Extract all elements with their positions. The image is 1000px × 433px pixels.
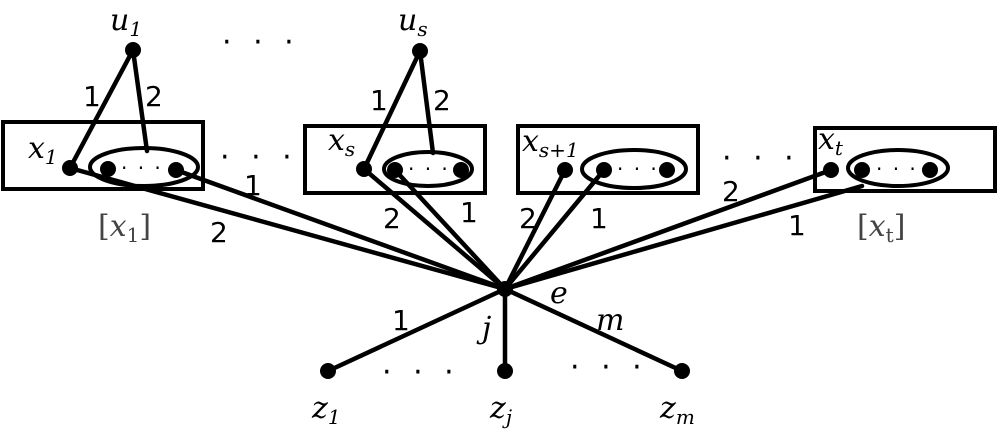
node-xs-class-b bbox=[453, 162, 469, 178]
edge-label-us-left: 1 bbox=[370, 84, 388, 117]
class-ellipse-xs1 bbox=[580, 148, 688, 190]
class-ellipse-xs bbox=[382, 150, 474, 188]
edge-label-x1-node: 2 bbox=[210, 216, 228, 249]
inner-ellipsis-xs: · · · bbox=[408, 157, 450, 181]
box-xs1 bbox=[516, 124, 700, 195]
edge-label-xs1-node: 2 bbox=[519, 202, 537, 235]
edge-label-xt-class: 1 bbox=[788, 209, 806, 242]
edge-e-z1 bbox=[325, 286, 508, 374]
label-xs: xs bbox=[328, 123, 355, 161]
box-xt bbox=[813, 126, 997, 193]
node-xs1-class-b bbox=[659, 162, 675, 178]
node-xt-class-b bbox=[922, 162, 938, 178]
node-u1 bbox=[125, 42, 141, 58]
edge-label-xs-class: 1 bbox=[460, 196, 478, 229]
inner-ellipsis-xt: · · · bbox=[876, 157, 918, 181]
edge-label-x1-class: 1 bbox=[244, 169, 262, 202]
edge-xsclass-e bbox=[392, 167, 508, 292]
ellipsis-boxes-right: · · · bbox=[722, 141, 800, 176]
edge-label-zj: j bbox=[476, 311, 491, 346]
node-us bbox=[412, 43, 428, 59]
class-label-x1: [x1] bbox=[98, 209, 151, 247]
edge-label-us-right: 2 bbox=[433, 84, 451, 117]
edge-us-class bbox=[417, 48, 436, 156]
edge-xtclass-e bbox=[502, 183, 865, 292]
node-xs bbox=[356, 161, 372, 177]
class-ellipse-xt bbox=[846, 148, 950, 188]
label-u1: u1 bbox=[110, 3, 142, 41]
edge-xt-e bbox=[502, 167, 834, 292]
label-x1: x1 bbox=[28, 131, 58, 169]
edge-xs1-e bbox=[502, 167, 568, 292]
edge-u1-class bbox=[130, 47, 150, 154]
box-x1 bbox=[1, 120, 205, 191]
edge-e-zm bbox=[502, 286, 685, 374]
edge-x1class-e bbox=[173, 167, 508, 292]
edge-xs1class-e bbox=[502, 167, 607, 292]
edge-u1-x1 bbox=[67, 47, 136, 171]
edge-xs-e bbox=[361, 166, 508, 292]
edge-label-u1-left: 1 bbox=[83, 80, 101, 113]
edge-label-z1: 1 bbox=[392, 304, 410, 337]
ellipsis-bottom-right: · · · bbox=[570, 350, 648, 385]
class-label-xt: [xt] bbox=[857, 209, 905, 247]
edge-label-xs-node: 2 bbox=[383, 202, 401, 235]
node-xs1 bbox=[557, 162, 573, 178]
node-e bbox=[497, 281, 513, 297]
edge-label-xt-node: 2 bbox=[722, 175, 740, 208]
label-us: us bbox=[398, 3, 428, 41]
label-xs1: xs+1 bbox=[522, 124, 579, 162]
label-z1: z1 bbox=[311, 391, 341, 429]
node-xt bbox=[823, 162, 839, 178]
edge-x1-e bbox=[67, 165, 508, 292]
edge-label-xs1-class: 1 bbox=[590, 202, 608, 235]
edge-us-xs bbox=[361, 48, 423, 172]
node-xt-class-a bbox=[854, 162, 870, 178]
edge-label-u1-right: 2 bbox=[145, 80, 163, 113]
ellipsis-bottom-left: · · · bbox=[382, 355, 460, 390]
node-xs-class-a bbox=[387, 162, 403, 178]
node-z1 bbox=[320, 363, 336, 379]
ellipsis-top: · · · bbox=[222, 25, 300, 60]
inner-ellipsis-xs1: · · · bbox=[617, 157, 659, 181]
node-xs1-class-a bbox=[596, 162, 612, 178]
label-e: e bbox=[550, 276, 568, 311]
node-x1 bbox=[62, 160, 78, 176]
class-ellipse-x1 bbox=[88, 146, 200, 188]
inner-ellipsis-x1: · · · bbox=[121, 156, 163, 180]
node-zm bbox=[674, 363, 690, 379]
edge-label-zm: m bbox=[596, 303, 624, 338]
label-zj: zj bbox=[489, 391, 512, 429]
label-zm: zm bbox=[659, 391, 695, 429]
ellipsis-boxes-left: · · · bbox=[220, 140, 298, 175]
node-x1-class-b bbox=[168, 162, 184, 178]
node-zj bbox=[497, 363, 513, 379]
label-xt: xt bbox=[818, 122, 844, 160]
node-x1-class-a bbox=[100, 161, 116, 177]
